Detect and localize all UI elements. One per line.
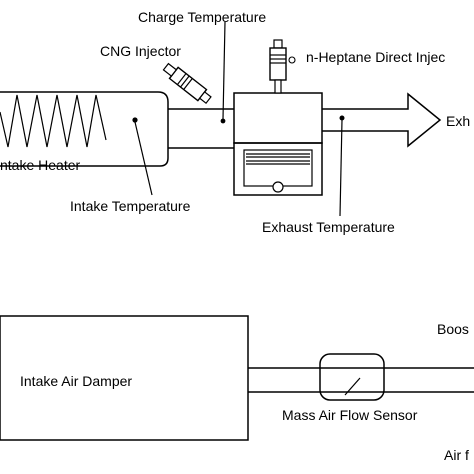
air-duct	[248, 367, 474, 393]
label-mass-air-flow-sensor: Mass Air Flow Sensor	[282, 407, 418, 423]
label-charge-temperature: Charge Temperature	[138, 9, 266, 25]
label-intake-air-damper: Intake Air Damper	[20, 373, 132, 389]
intake-heater	[0, 91, 169, 167]
nheptane-injector	[269, 39, 296, 94]
label-nheptane-injector: n-Heptane Direct Injec	[306, 49, 445, 65]
intake-temperature-sensor-dot	[132, 117, 138, 123]
leader-lines	[134, 21, 361, 396]
cylinder-head	[233, 92, 323, 144]
label-air-flow: Air f	[444, 447, 469, 463]
piston-pin	[272, 181, 284, 193]
exhaust-arrow	[322, 92, 442, 148]
intake-pipe	[168, 108, 234, 149]
label-exhaust-out: Exh	[446, 113, 470, 129]
label-intake-temperature: Intake Temperature	[70, 198, 191, 214]
intake-air-damper-box	[0, 315, 249, 441]
charge-temperature-sensor-dot	[220, 118, 226, 124]
label-intake-heater: ntake Heater	[0, 157, 80, 173]
exhaust-temperature-sensor-dot	[339, 115, 345, 121]
piston-block	[233, 142, 323, 196]
label-boost: Boos	[437, 321, 469, 337]
mass-air-flow-sensor-body	[319, 353, 385, 401]
label-exhaust-temperature: Exhaust Temperature	[262, 219, 395, 235]
piston	[243, 149, 313, 187]
label-cng-injector: CNG Injector	[100, 43, 181, 59]
heater-coil	[0, 94, 107, 148]
cng-injector	[162, 62, 212, 105]
